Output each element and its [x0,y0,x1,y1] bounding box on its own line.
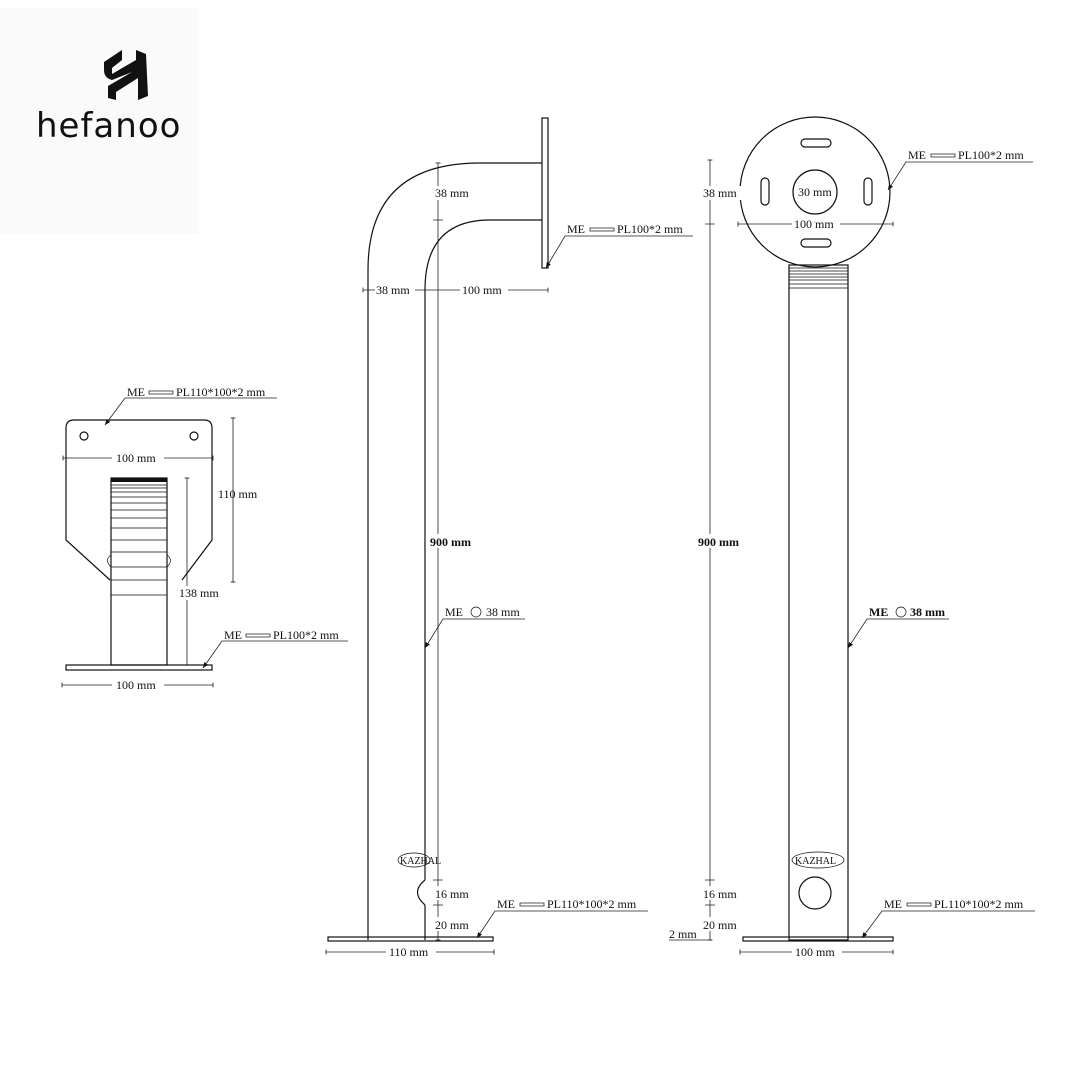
callout-flange-plate: ME PL100*2 mm [887,148,1033,191]
svg-text:100 mm: 100 mm [795,945,835,959]
svg-text:PL110*100*2 mm: PL110*100*2 mm [934,897,1024,911]
svg-text:ME: ME [445,605,463,619]
logo-mark-icon [104,50,148,100]
svg-text:PL100*2 mm: PL100*2 mm [958,148,1024,162]
brand-logo: hefanoo [0,8,198,234]
dim-height-pole: 138 mm [179,586,219,600]
svg-text:900 mm: 900 mm [698,535,739,549]
svg-text:KAZHAL: KAZHAL [400,856,441,867]
svg-text:ME: ME [567,222,585,236]
svg-text:PL100*2 mm: PL100*2 mm [617,222,683,236]
svg-text:38 mm: 38 mm [486,605,520,619]
front-view: KAZHAL 30 mm 100 mm 38 mm 900 mm 16 mm 2… [669,116,1035,959]
svg-text:38 mm: 38 mm [435,186,469,200]
dim-height-plate: 110 mm [218,487,258,501]
svg-text:30 mm: 30 mm [798,185,832,199]
side-view: KAZHAL 38 mm 900 mm 16 mm 20 mm 38 mm 10… [325,117,693,959]
dim-width-base: 100 mm [116,678,156,692]
svg-text:100 mm: 100 mm [462,283,502,297]
callout-base-plate: ME PL110*100*2 mm [861,897,1035,939]
svg-text:16 mm: 16 mm [703,887,737,901]
callout-flange-plate: ME PL100*2 mm [545,222,693,269]
left-view: 100 mm 110 mm 138 mm 100 mm ME PL110*100… [61,385,348,692]
svg-text:2 mm: 2 mm [669,927,697,941]
svg-text:38 mm: 38 mm [376,283,410,297]
dim-width-top: 100 mm [116,451,156,465]
svg-text:ME: ME [869,605,888,619]
callout-base-plate: ME PL100*2 mm [202,628,348,669]
callout-pipe: ME 38 mm [424,605,525,649]
svg-text:ME: ME [884,897,902,911]
svg-text:20 mm: 20 mm [435,918,469,932]
callout-top-plate: ME PL110*100*2 mm [104,385,277,426]
svg-text:ME: ME [127,385,145,399]
brand-name: hefanoo [36,106,181,146]
svg-text:PL110*100*2 mm: PL110*100*2 mm [547,897,637,911]
svg-text:ME: ME [497,897,515,911]
svg-text:20 mm: 20 mm [703,918,737,932]
svg-text:16 mm: 16 mm [435,887,469,901]
svg-text:PL110*100*2 mm: PL110*100*2 mm [176,385,266,399]
svg-text:PL100*2 mm: PL100*2 mm [273,628,339,642]
svg-text:KAZHAL: KAZHAL [795,856,836,867]
svg-text:110 mm: 110 mm [389,945,429,959]
svg-text:900 mm: 900 mm [430,535,471,549]
svg-text:38 mm: 38 mm [910,605,945,619]
kazhal-stamp: KAZHAL [791,851,845,869]
svg-text:ME: ME [908,148,926,162]
kazhal-stamp: KAZHAL [397,852,441,868]
svg-text:100 mm: 100 mm [794,217,834,231]
callout-base-plate: ME PL110*100*2 mm [476,897,648,939]
svg-text:38 mm: 38 mm [703,186,737,200]
callout-pipe: ME 38 mm [847,605,949,649]
svg-text:ME: ME [224,628,242,642]
